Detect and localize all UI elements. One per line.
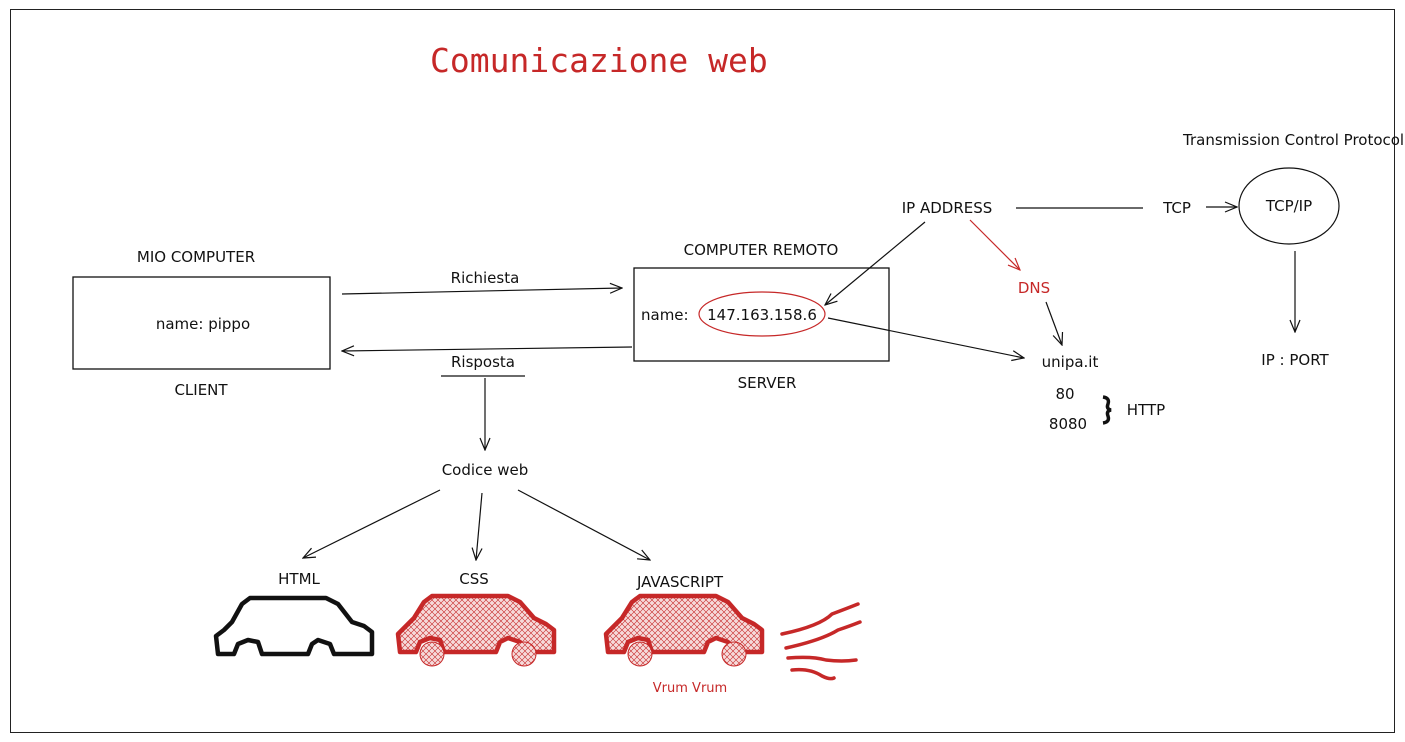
response-label: Risposta: [451, 353, 515, 371]
speed-lines-icon: [780, 602, 862, 681]
code-to-js-arrow: [517, 489, 650, 560]
ip-highlight-ellipse: [698, 291, 826, 337]
client-box: [72, 276, 331, 370]
response-arrow: [342, 347, 633, 351]
css-label: CSS: [459, 570, 489, 588]
request-arrow: [341, 288, 622, 295]
css-car: [395, 593, 557, 667]
tcp-ip-label: TCP/IP: [1265, 197, 1312, 215]
javascript-car: [603, 593, 765, 667]
client-name-text: name: pippo: [156, 315, 250, 333]
html-label: HTML: [278, 570, 320, 588]
server-box: [633, 267, 890, 362]
request-label: Richiesta: [451, 269, 520, 287]
port-8080: 8080: [1049, 415, 1087, 433]
ip-to-server-arrow: [825, 221, 926, 305]
canvas-frame: [10, 9, 1395, 733]
tcp-ip-circle: [1238, 167, 1340, 245]
domain-label: unipa.it: [1042, 353, 1099, 371]
server-to-domain-arrow: [827, 317, 1024, 358]
page-title: Comunicazione web: [430, 41, 768, 80]
dns-label: DNS: [1018, 279, 1050, 297]
ports-brace-icon: [1102, 395, 1112, 425]
web-code-label: Codice web: [442, 461, 529, 479]
ports-protocol-label: HTTP: [1127, 401, 1165, 419]
ip-address-label: IP ADDRESS: [902, 199, 993, 217]
ip-port-label: IP : PORT: [1261, 351, 1329, 369]
code-to-css-arrow: [476, 492, 483, 560]
tcp-label: TCP: [1162, 199, 1191, 217]
server-header: COMPUTER REMOTO: [684, 241, 839, 259]
server-role: SERVER: [738, 374, 797, 392]
ip-to-dns-arrow: [969, 219, 1020, 270]
javascript-label: JAVASCRIPT: [636, 573, 724, 591]
client-header: MIO COMPUTER: [137, 248, 255, 266]
server-name-label: name:: [641, 306, 689, 324]
server-ip: 147.163.158.6: [707, 306, 817, 324]
html-car-outline: [213, 595, 375, 657]
dns-to-domain-arrow: [1045, 301, 1062, 345]
code-to-html-arrow: [303, 489, 441, 558]
client-role: CLIENT: [174, 381, 228, 399]
tcp-full-name: Transmission Control Protocol: [1182, 131, 1404, 149]
javascript-note: Vrum Vrum: [653, 681, 727, 696]
port-80: 80: [1055, 385, 1074, 403]
